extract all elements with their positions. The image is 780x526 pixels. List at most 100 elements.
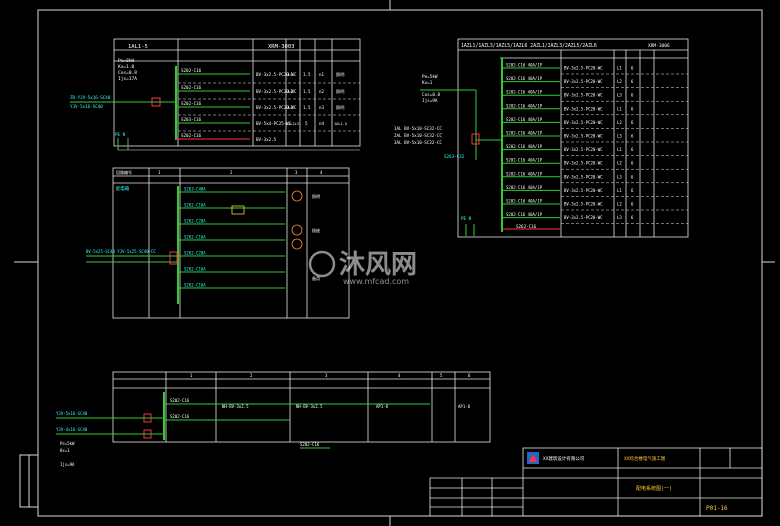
azl-row-n: 6 [631, 215, 634, 220]
panel-azl-diagram: 1AZL1/1AZL3/1AZL5/1AZL6 2AZL1/2AZL3/2AZL… [394, 38, 689, 238]
title-block: XX建筑设计有限公司 XX综合楼电气施工图 配电系统图(一) P01-16 [429, 447, 763, 517]
azl-row-n: 6 [631, 188, 634, 193]
svg-text:Pe=8kW: Pe=8kW [118, 58, 135, 64]
svg-text:Pe=5kW: Pe=5kW [422, 74, 438, 80]
azl-row-phase: L1 [617, 188, 622, 193]
panel-mid-rows: S263-C40AS262-C16AS262-C20AS262-C16AS262… [184, 187, 206, 288]
svg-text:NH-BV-3x2.5: NH-BV-3x2.5 [296, 404, 323, 409]
panel-mid-box-label: 配电箱 [116, 185, 130, 192]
title-project: XX综合楼电气施工图 [624, 455, 666, 462]
svg-text:1.5: 1.5 [303, 105, 311, 110]
azl-row-cable: BV-3x2.5-PC20-WC [564, 161, 603, 166]
svg-text:n1: n1 [319, 72, 325, 77]
drawing-frame [14, 0, 775, 526]
mid-row-breaker: S262-C16A [184, 203, 206, 208]
azl-row-n: 6 [631, 106, 634, 111]
azl-row-phase: L3 [617, 215, 622, 220]
svg-text:YJV-5x16-SC40: YJV-5x16-SC40 [56, 411, 88, 416]
title-drawing-no: P01-16 [706, 505, 728, 512]
azl-row-cable: BV-3x2.5-PC20-WC [564, 120, 603, 125]
azl-row-breaker: S202-C16 40A/1P [506, 199, 543, 204]
azl-row-cable: BV-3x2.5-PC20-WC [564, 174, 603, 179]
svg-text:3: 3 [295, 170, 298, 175]
svg-text:L1: L1 [288, 72, 294, 77]
svg-text:AP1-8: AP1-8 [458, 404, 471, 409]
svg-text:S202-C16: S202-C16 [181, 133, 202, 138]
svg-text:2: 2 [250, 373, 253, 378]
svg-text:Cos=0.8: Cos=0.8 [118, 70, 137, 76]
svg-text:1.5: 1.5 [303, 72, 311, 77]
svg-text:L3: L3 [288, 105, 294, 110]
panel-azl-main-breaker: S263-C32 [444, 154, 465, 159]
svg-text:L1L2L3: L1L2L3 [286, 122, 299, 126]
svg-text:BV-3x2.5-PC20-WC: BV-3x2.5-PC20-WC [256, 89, 297, 94]
azl-row-breaker: S202-C16 40A/1P [506, 144, 543, 149]
panel-azl-title: 1AZL1/1AZL3/1AZL5/1AZL6 2AZL1/2AZL3/2AZL… [461, 43, 597, 49]
title-company: XX建筑设计有限公司 [543, 455, 584, 462]
panel-bottom-headers: 1 2 3 4 5 6 [190, 373, 471, 378]
panel-mid-right-labels: 照明 插座 备用 [312, 194, 320, 281]
svg-text:S202-C16: S202-C16 [181, 85, 202, 90]
azl-row-phase: L3 [617, 174, 622, 179]
panel-al-phase-labels: L1 L2 L3 L1L2L3 [286, 72, 299, 126]
svg-text:YJV-5x16-SC40: YJV-5x16-SC40 [70, 104, 103, 109]
azl-row-n: 6 [631, 79, 634, 84]
mid-row-breaker: S262-C20A [184, 251, 206, 256]
azl-row-cable: BV-3x2.5-PC20-WC [564, 106, 603, 111]
azl-row-n: 6 [631, 174, 634, 179]
svg-text:Kx=1.0: Kx=1.0 [118, 64, 135, 70]
svg-text:S202-C16: S202-C16 [170, 398, 190, 403]
azl-row-breaker: S202-C16 40A/1P [506, 171, 543, 176]
azl-row-cable: BV-3x2.5-PC20-WC [564, 202, 603, 207]
panel-al-params: Pe=8kW Kx=1.0 Cos=0.8 Ijs=17A [118, 58, 137, 82]
panel-al-title: 1AL1-5 [128, 44, 148, 50]
panel-bottom-rows: S202-C16 NH-BV-3x2.5 AP1-8 S202-C16 NH-B… [170, 398, 471, 419]
azl-row-n: 6 [631, 93, 634, 98]
azl-row-phase: L3 [617, 93, 622, 98]
svg-text:3AL BV-5x10-SC32-CC: 3AL BV-5x10-SC32-CC [394, 140, 442, 145]
svg-text:1.5: 1.5 [303, 89, 311, 94]
azl-row-breaker: S202-C16 40A/1P [506, 63, 543, 68]
azl-row-phase: L1 [617, 66, 622, 71]
svg-text:S202-C16: S202-C16 [181, 101, 202, 106]
watermark-logo-icon [308, 250, 336, 278]
azl-row-breaker: S202-C16 40A/1P [506, 90, 543, 95]
azl-row-breaker: S202-C16 40A/1P [506, 131, 543, 136]
svg-text:1AL BV-5x10-SC32-CC: 1AL BV-5x10-SC32-CC [394, 126, 442, 131]
svg-text:照明: 照明 [336, 105, 344, 111]
svg-text:2: 2 [230, 170, 233, 175]
azl-row-cable: BV-3x2.5-PC20-WC [564, 66, 603, 71]
panel-azl-model: XRM-3006 [648, 43, 670, 49]
svg-text:Cos=0.8: Cos=0.8 [422, 92, 441, 98]
azl-row-cable: BV-3x2.5-PC20-WC [564, 93, 603, 98]
panel-azl-params: Pe=5kW Kx=1 Cos=0.8 Ijs=9A [422, 74, 441, 104]
mid-row-breaker: S262-C16A [184, 235, 206, 240]
panel-mid-incoming: BV-5x25-SC40 YJV-5x25-SC40-CC [86, 249, 156, 254]
azl-row-cable: BV-3x2.5-PC20-WC [564, 79, 603, 84]
azl-row-breaker: S202-C16 40A/1P [506, 212, 543, 217]
panel-al-pe-label: PE N [115, 132, 126, 137]
azl-row-cable: BV-3x2.5-PC20-WC [564, 134, 603, 139]
azl-row-phase: L2 [617, 79, 622, 84]
panel-azl-pe-label: PE N [461, 216, 472, 221]
svg-text:1: 1 [190, 373, 193, 378]
azl-row-cable: BV-3x2.5-PC20-WC [564, 147, 603, 152]
svg-text:S203-C16: S203-C16 [181, 117, 202, 122]
azl-row-breaker: S202-C16 40A/1P [506, 103, 543, 108]
azl-row-breaker: S202-C16 40A/1P [506, 76, 543, 81]
watermark-url: www.mfcad.com [343, 277, 409, 286]
svg-text:照明: 照明 [336, 89, 344, 95]
azl-row-phase: L1 [617, 147, 622, 152]
svg-text:回路编号: 回路编号 [116, 169, 132, 175]
svg-text:5: 5 [305, 121, 308, 126]
panel-bottom-params: Pe=5kW Kx=1 Ijs=9A [60, 441, 75, 467]
svg-text:照明: 照明 [336, 72, 344, 78]
svg-text:BV-3x2.5-PC20-WC: BV-3x2.5-PC20-WC [256, 72, 297, 77]
svg-text:备用: 备用 [312, 275, 320, 281]
panel-al-use-labels: 照明 照明 照明 1AL1-5 [334, 72, 347, 126]
azl-row-breaker: S202-C16 40A/1P [506, 117, 543, 122]
mid-row-breaker: S262-C20A [184, 219, 206, 224]
svg-text:BV-5x4-PC25-WC: BV-5x4-PC25-WC [256, 121, 292, 126]
